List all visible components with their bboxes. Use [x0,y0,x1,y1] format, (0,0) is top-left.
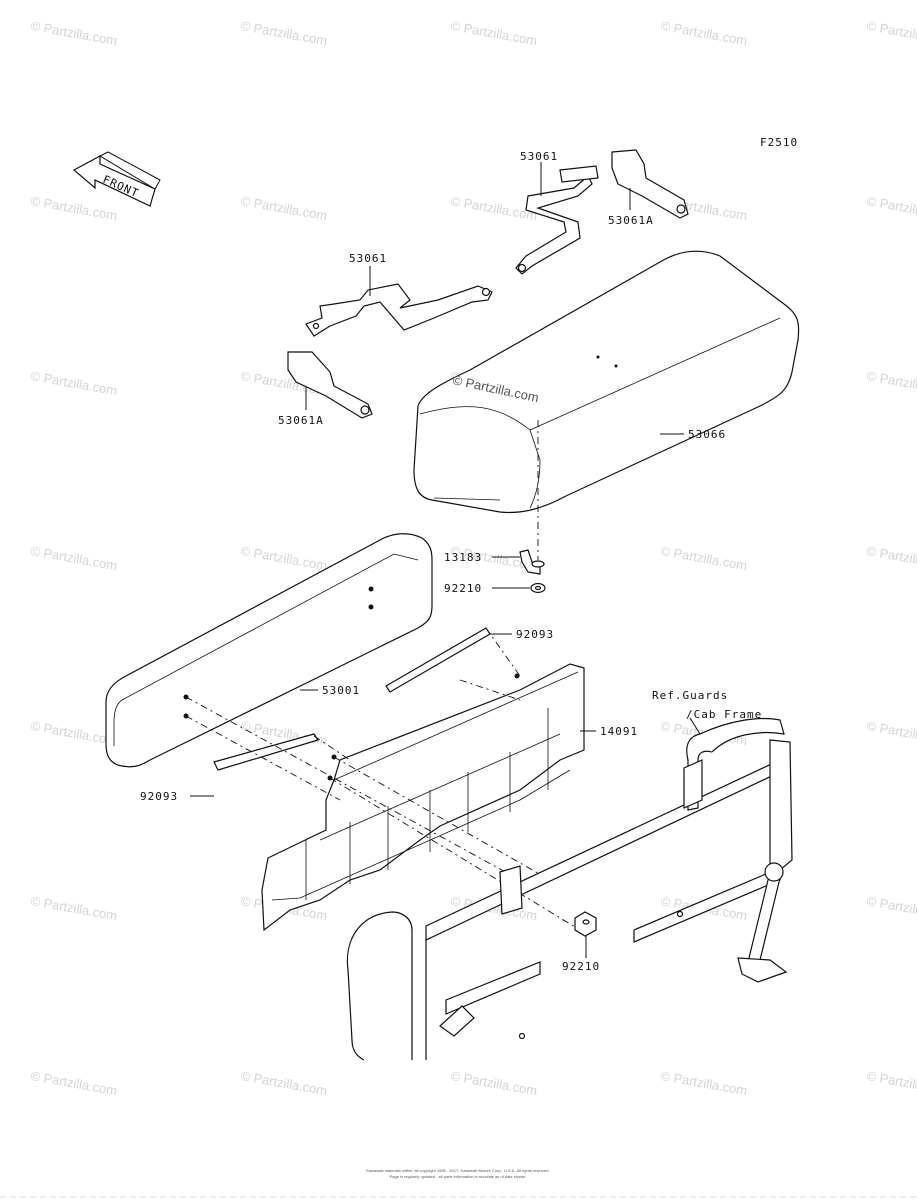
watermark-text: © Partzilla.com [29,18,118,48]
callout-leaders [190,162,701,958]
watermark-text: © Partzilla.com [29,543,118,573]
seat-cushion-53066 [413,250,800,514]
callout-53061a-top: 53061A [608,214,654,227]
watermark-text: © Partzilla.com [29,1068,118,1098]
strap-53061-top [515,165,599,275]
watermark-text: © Partzilla.com [449,193,538,223]
diagram-code: F2510 [760,136,798,149]
callout-ref-guards: Ref.Guards [652,689,728,702]
watermark-text: © Partzilla.com [449,18,538,48]
watermark-text: © Partzilla.com [449,1068,538,1098]
callout-13183: 13183 [444,551,482,564]
callout-92210-top: 92210 [444,582,482,595]
callout-92093-left: 92093 [140,790,178,803]
watermark-text: © Partzilla.com [659,543,748,573]
callout-53061a-left: 53061A [278,414,324,427]
watermark-text: © Partzilla.com [865,368,917,398]
backrest-53001 [105,533,433,768]
watermark-text: © Partzilla.com [239,193,328,223]
watermark-text: © Partzilla.com [659,1068,748,1098]
nut-92210-bottom [574,911,597,937]
callout-53001: 53001 [322,684,360,697]
strap-53061a-left [287,351,373,419]
nut-92210-top [530,582,546,594]
callout-14091: 14091 [600,725,638,738]
cab-frame [346,717,793,1061]
callout-53066: 53066 [688,428,726,441]
watermark-text: © Partzilla.com [865,1068,917,1098]
strip-92093-left [213,733,319,771]
callout-cab-frame: /Cab Frame [686,708,762,721]
callout-53061-top: 53061 [520,150,558,163]
watermark-text: © Partzilla.com [865,193,917,223]
callout-53061-left: 53061 [349,252,387,265]
watermark-text: © Partzilla.com [865,893,917,923]
clip-13183 [519,549,545,575]
strap-53061-left [305,283,493,337]
bracket-14091 [261,663,585,932]
strip-92093-right [385,627,491,693]
watermark-text: © Partzilla.com [865,718,917,748]
watermark-text: © Partzilla.com [239,18,328,48]
front-arrow-icon: FRONT [72,151,161,207]
watermark-text: © Partzilla.com [865,18,917,48]
footer-line-2: Page is regularly updated - all parts in… [390,1174,527,1179]
watermark-text: © Partzilla.com [29,193,118,223]
watermark-text: © Partzilla.com [239,543,328,573]
watermark-text: © Partzilla.com [29,893,118,923]
footer-line-1: Kawasaki materials within, all copyright… [366,1168,549,1173]
watermark-text: © Partzilla.com [659,18,748,48]
callout-92210-bottom: 92210 [562,960,600,973]
watermark-text: © Partzilla.com [239,1068,328,1098]
watermark-text: © Partzilla.com [865,543,917,573]
watermark-text: © Partzilla.com [29,368,118,398]
strap-53061a-top [611,149,689,219]
watermark-text: © Partzilla.com [29,718,118,748]
callout-92093-right: 92093 [516,628,554,641]
